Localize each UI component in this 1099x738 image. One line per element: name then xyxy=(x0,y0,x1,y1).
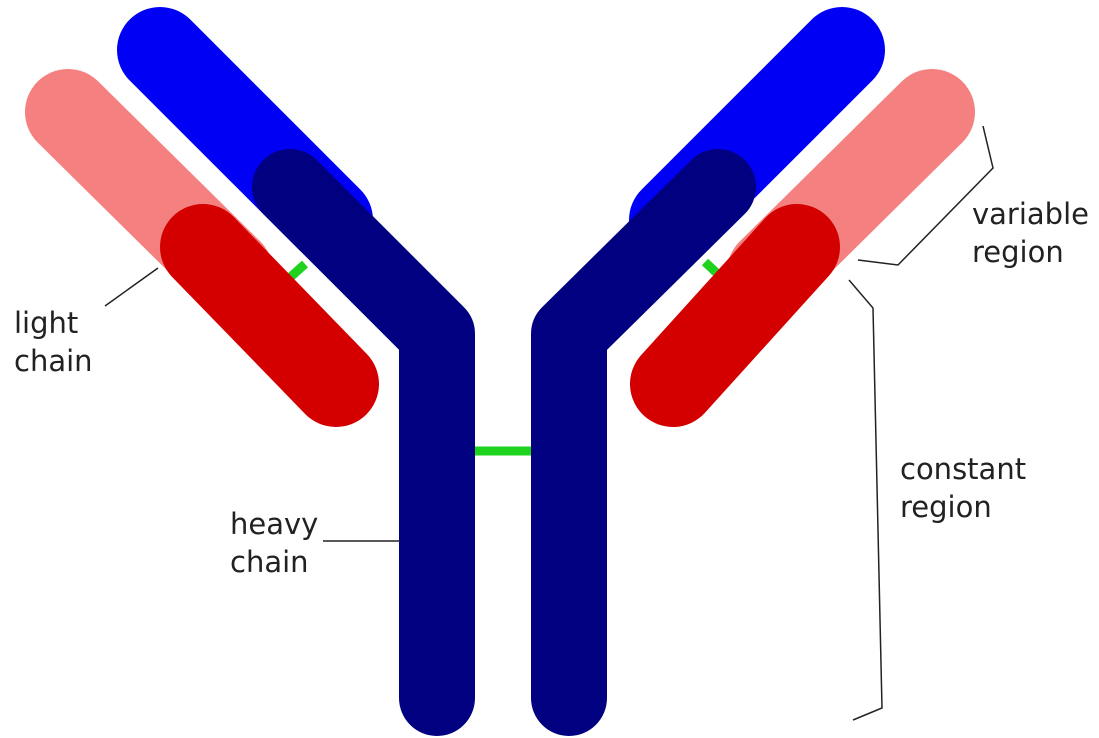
heavy-chain-label-line1: heavy xyxy=(230,505,318,543)
heavy-chain-constant-left xyxy=(290,187,437,698)
constant-region-label: constant region xyxy=(900,450,1026,526)
variable-region-label: variable region xyxy=(972,195,1089,271)
heavy-chain-label-line2: chain xyxy=(230,543,318,581)
constant-region-label-line1: constant xyxy=(900,450,1026,488)
heavy-chain-label: heavy chain xyxy=(230,505,318,581)
light-chain-label-line2: chain xyxy=(14,342,93,380)
light-chain-constant-left xyxy=(203,247,336,384)
variable-region-label-line2: region xyxy=(972,233,1089,271)
constant-region-bracket xyxy=(849,280,882,720)
heavy-chain-constant-right xyxy=(569,187,718,698)
light-chain-constant-right xyxy=(673,247,797,384)
light-chain-label: light chain xyxy=(14,304,93,380)
constant-region-label-line2: region xyxy=(900,488,1026,526)
variable-region-label-line1: variable xyxy=(972,195,1089,233)
light-chain-leader-line xyxy=(105,268,158,306)
light-chain-label-line1: light xyxy=(14,304,93,342)
